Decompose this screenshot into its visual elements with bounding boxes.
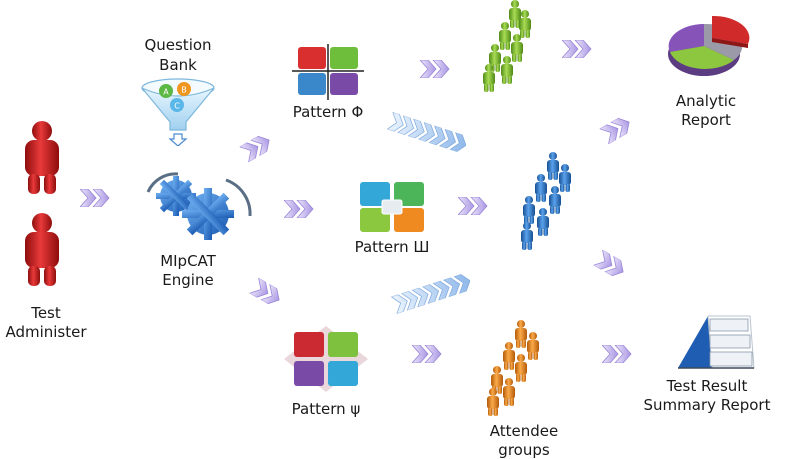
pattern-psi-icon	[284, 326, 368, 392]
arrow-psi-to-orange	[412, 345, 442, 363]
svg-text:B: B	[181, 86, 187, 95]
arrow-admin-to-engine	[80, 189, 110, 207]
arrow-engine-to-phi	[240, 132, 275, 163]
engine-label-line2: Engine	[162, 271, 214, 289]
orange-attendee-group-icon	[484, 320, 544, 420]
pattern-psi-label: Pattern ψ	[291, 400, 361, 418]
engine-gears-icon	[138, 170, 258, 250]
engine-label-line1: MIpCAT	[160, 252, 216, 270]
arrow-sha-to-blue	[458, 197, 488, 215]
analytic-report-label-line2: Report	[681, 111, 731, 129]
blue-attendee-group-icon	[516, 152, 580, 252]
svg-text:C: C	[174, 102, 180, 111]
pattern-sha-label: Pattern Ш	[354, 238, 430, 256]
pattern-phi-label: Pattern Φ	[292, 103, 364, 121]
svg-text:A: A	[163, 88, 169, 97]
summary-report-label-line1: Test Result	[666, 377, 748, 395]
pie-chart-icon	[664, 14, 750, 84]
test-administer-label-line2: Administer	[5, 323, 87, 341]
arrow-blue-to-analytic	[600, 114, 635, 145]
question-bank-label-line2: Bank	[159, 56, 197, 74]
arrow-green-to-analytic	[562, 40, 592, 58]
analytic-report-label-line1: Analytic	[675, 92, 737, 110]
attendee-groups-label-line1: Attendee	[489, 422, 559, 440]
test-administer-label-line1: Test	[31, 304, 61, 322]
question-bank-label-line1: Question	[144, 36, 212, 54]
arrow-phi-to-green	[420, 60, 450, 78]
summary-report-label-line2: Summary Report	[643, 396, 771, 414]
arrow-engine-to-psi	[250, 278, 285, 309]
arrow-engine-to-sha	[284, 200, 314, 218]
funnel-icon: A B C	[138, 76, 218, 146]
arrow-psi-to-blue	[391, 272, 473, 314]
arrow-orange-to-summary	[602, 345, 632, 363]
pyramid-report-icon	[672, 314, 756, 370]
pattern-sha-icon	[354, 178, 430, 236]
arrow-blue-to-summary	[594, 250, 629, 281]
test-administer-person-icon	[22, 120, 62, 196]
green-attendee-group-icon	[480, 0, 540, 96]
arrow-phi-to-blue	[387, 112, 469, 154]
pattern-phi-icon	[290, 44, 366, 102]
test-administer-person-icon	[22, 212, 62, 288]
attendee-groups-label-line2: groups	[498, 441, 550, 459]
